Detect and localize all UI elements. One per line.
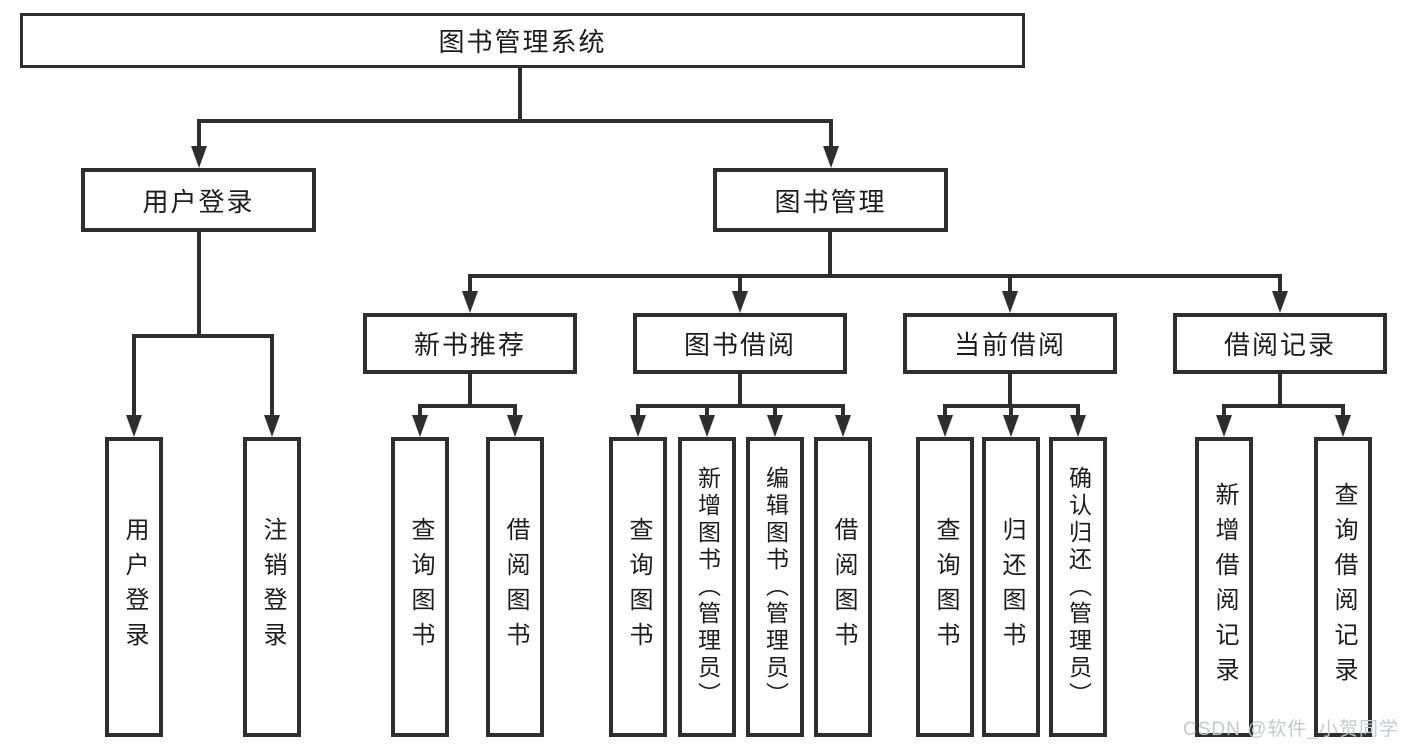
arrow-down-icon: [767, 415, 783, 437]
connector-line: [841, 404, 845, 418]
connector-line: [132, 334, 274, 338]
leaf-label: 用户登录: [121, 517, 148, 657]
connector-line: [828, 232, 832, 278]
node-label: 当前借阅: [953, 330, 1066, 360]
leaf-label: 查询借阅记录: [1330, 482, 1357, 692]
connector-line: [1341, 404, 1345, 418]
leaf-label: 借阅图书: [830, 517, 857, 657]
arrow-down-icon: [1070, 415, 1086, 437]
node-label: 新书推荐: [413, 330, 526, 360]
csdn-watermark: CSDN @软件_小贺同学: [1183, 719, 1399, 740]
leaf-label: 借阅图书: [502, 517, 529, 657]
leaf-user-login: 用户登录: [105, 437, 163, 737]
connector-line: [1222, 404, 1345, 408]
arrow-down-icon: [1272, 291, 1288, 313]
node-new-book-recommendation: 新书推荐: [363, 313, 577, 374]
leaf-label: 新增图书（管理员）: [694, 465, 721, 709]
leaf-label: 查询图书: [932, 517, 959, 657]
arrow-down-icon: [412, 415, 428, 437]
arrow-down-icon: [823, 146, 839, 168]
connector-line: [518, 68, 522, 121]
leaf-add-books-admin: 新增图书（管理员）: [678, 437, 736, 737]
arrow-down-icon: [462, 291, 478, 313]
leaf-label: 注销登录: [259, 517, 286, 657]
connector-line: [468, 274, 472, 294]
leaf-confirm-return-admin: 确认归还（管理员）: [1049, 437, 1107, 737]
connector-line: [468, 274, 1282, 278]
leaf-borrow-books-recommend: 借阅图书: [486, 437, 544, 737]
leaf-edit-books-admin: 编辑图书（管理员）: [746, 437, 804, 737]
connector-line: [197, 232, 201, 338]
node-library-management-system: 图书管理系统: [20, 13, 1025, 68]
connector-line: [738, 374, 742, 408]
arrow-down-icon: [1335, 415, 1351, 437]
arrow-down-icon: [191, 146, 207, 168]
connector-line: [513, 404, 517, 418]
arrow-down-icon: [699, 415, 715, 437]
arrow-down-icon: [126, 415, 142, 437]
node-label: 图书管理系统: [438, 27, 607, 57]
arrow-down-icon: [1002, 291, 1018, 313]
connector-line: [773, 404, 777, 418]
connector-line: [943, 404, 947, 418]
node-current-borrowing: 当前借阅: [903, 313, 1117, 374]
arrow-down-icon: [937, 415, 953, 437]
node-book-management: 图书管理: [713, 168, 948, 232]
connector-line: [418, 404, 517, 408]
leaf-label: 新增借阅记录: [1211, 482, 1238, 692]
leaf-label: 编辑图书（管理员）: [762, 465, 789, 709]
leaf-borrow-books-borrowing: 借阅图书: [814, 437, 872, 737]
leaf-query-books-borrowing: 查询图书: [609, 437, 667, 737]
node-label: 图书管理: [774, 186, 887, 217]
connector-line: [197, 119, 201, 149]
connector-line: [705, 404, 709, 418]
leaf-label: 确认归还（管理员）: [1065, 465, 1092, 709]
connector-line: [270, 334, 274, 418]
leaf-label: 查询图书: [625, 517, 652, 657]
leaf-query-books-recommend: 查询图书: [391, 437, 449, 737]
arrow-down-icon: [732, 291, 748, 313]
connector-line: [1278, 274, 1282, 294]
connector-line: [132, 334, 136, 418]
connector-line: [1008, 274, 1012, 294]
arrow-down-icon: [507, 415, 523, 437]
leaf-label: 查询图书: [407, 517, 434, 657]
connector-line: [418, 404, 422, 418]
leaf-return-books: 归还图书: [982, 437, 1040, 737]
leaf-label: 归还图书: [998, 517, 1025, 657]
connector-line: [636, 404, 640, 418]
connector-line: [468, 374, 472, 408]
connector-line: [1076, 404, 1080, 418]
arrow-down-icon: [835, 415, 851, 437]
leaf-query-borrow-record: 查询借阅记录: [1314, 437, 1372, 737]
leaf-add-borrow-record: 新增借阅记录: [1195, 437, 1253, 737]
node-label: 图书借阅: [683, 330, 796, 360]
node-borrowing-records: 借阅记录: [1173, 313, 1387, 374]
arrow-down-icon: [264, 415, 280, 437]
leaf-query-books-current: 查询图书: [916, 437, 974, 737]
node-book-borrowing: 图书借阅: [633, 313, 847, 374]
connector-line: [738, 274, 742, 294]
arrow-down-icon: [1216, 415, 1232, 437]
arrow-down-icon: [1003, 415, 1019, 437]
arrow-down-icon: [630, 415, 646, 437]
connector-line: [1008, 374, 1012, 408]
node-label: 用户登录: [142, 186, 255, 217]
connector-line: [1009, 404, 1013, 418]
connector-line: [636, 404, 845, 408]
connector-line: [829, 119, 833, 149]
connector-line: [1278, 374, 1282, 408]
connector-line: [1222, 404, 1226, 418]
connector-line: [197, 119, 833, 123]
node-user-login: 用户登录: [81, 168, 316, 232]
node-label: 借阅记录: [1223, 330, 1336, 360]
leaf-logout: 注销登录: [243, 437, 301, 737]
